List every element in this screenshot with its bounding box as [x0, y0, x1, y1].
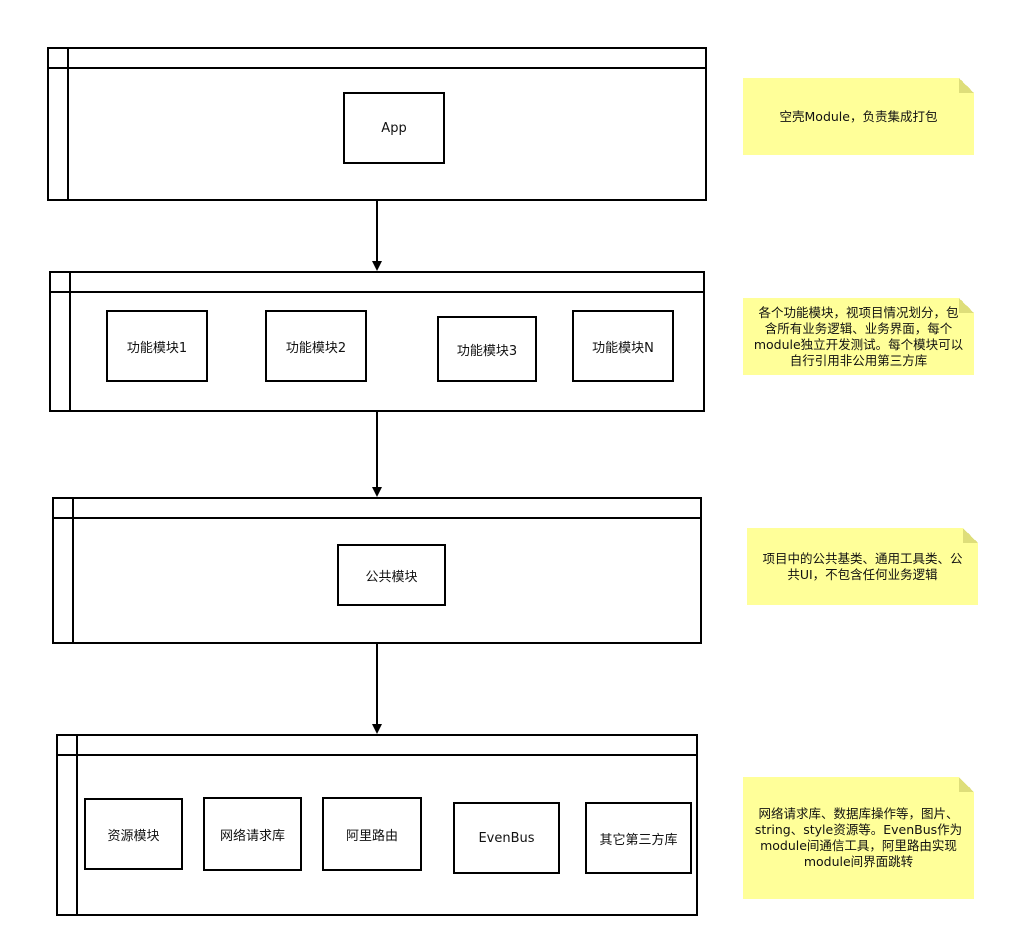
- common-layer: [52, 497, 702, 644]
- ali-router: 阿里路由: [322, 797, 422, 871]
- note-base: 网络请求库、数据库操作等，图片、string、style资源等。EvenBus作…: [743, 777, 974, 899]
- third-party-libraries: 其它第三方库: [585, 802, 692, 874]
- note-fold-icon: [963, 528, 978, 543]
- note-common-text: 项目中的公共基类、通用工具类、公共UI，不包含任何业务逻辑: [762, 550, 963, 582]
- note-feature-text: 各个功能模块，视项目情况划分，包含所有业务逻辑、业务界面，每个module独立开…: [753, 304, 964, 368]
- feature-module-2: 功能模块2: [265, 310, 367, 382]
- app-layer-header: [49, 49, 705, 69]
- feature-module-3: 功能模块3: [437, 316, 537, 382]
- app-layer-sidebar: [49, 49, 69, 199]
- common-layer-sidebar: [54, 499, 74, 642]
- common-module: 公共模块: [337, 544, 446, 606]
- note-fold-icon: [959, 78, 974, 93]
- app-module: App: [343, 92, 445, 164]
- note-fold-icon: [959, 777, 974, 792]
- note-feature: 各个功能模块，视项目情况划分，包含所有业务逻辑、业务界面，每个module独立开…: [743, 298, 974, 375]
- network-library: 网络请求库: [203, 797, 302, 871]
- resource-module: 资源模块: [84, 798, 183, 870]
- feature-module-n: 功能模块N: [572, 310, 674, 382]
- note-app: 空壳Module，负责集成打包: [743, 78, 974, 155]
- feature-layer-header: [51, 273, 703, 293]
- note-common: 项目中的公共基类、通用工具类、公共UI，不包含任何业务逻辑: [747, 528, 978, 605]
- note-fold-icon: [959, 298, 974, 313]
- eventbus: EvenBus: [453, 802, 560, 874]
- base-layer-header: [58, 736, 696, 756]
- feature-layer-sidebar: [51, 273, 71, 410]
- common-layer-header: [54, 499, 700, 519]
- base-layer-sidebar: [58, 736, 78, 914]
- feature-module-1: 功能模块1: [106, 310, 208, 382]
- note-base-text: 网络请求库、数据库操作等，图片、string、style资源等。EvenBus作…: [754, 806, 963, 869]
- note-app-text: 空壳Module，负责集成打包: [779, 108, 938, 124]
